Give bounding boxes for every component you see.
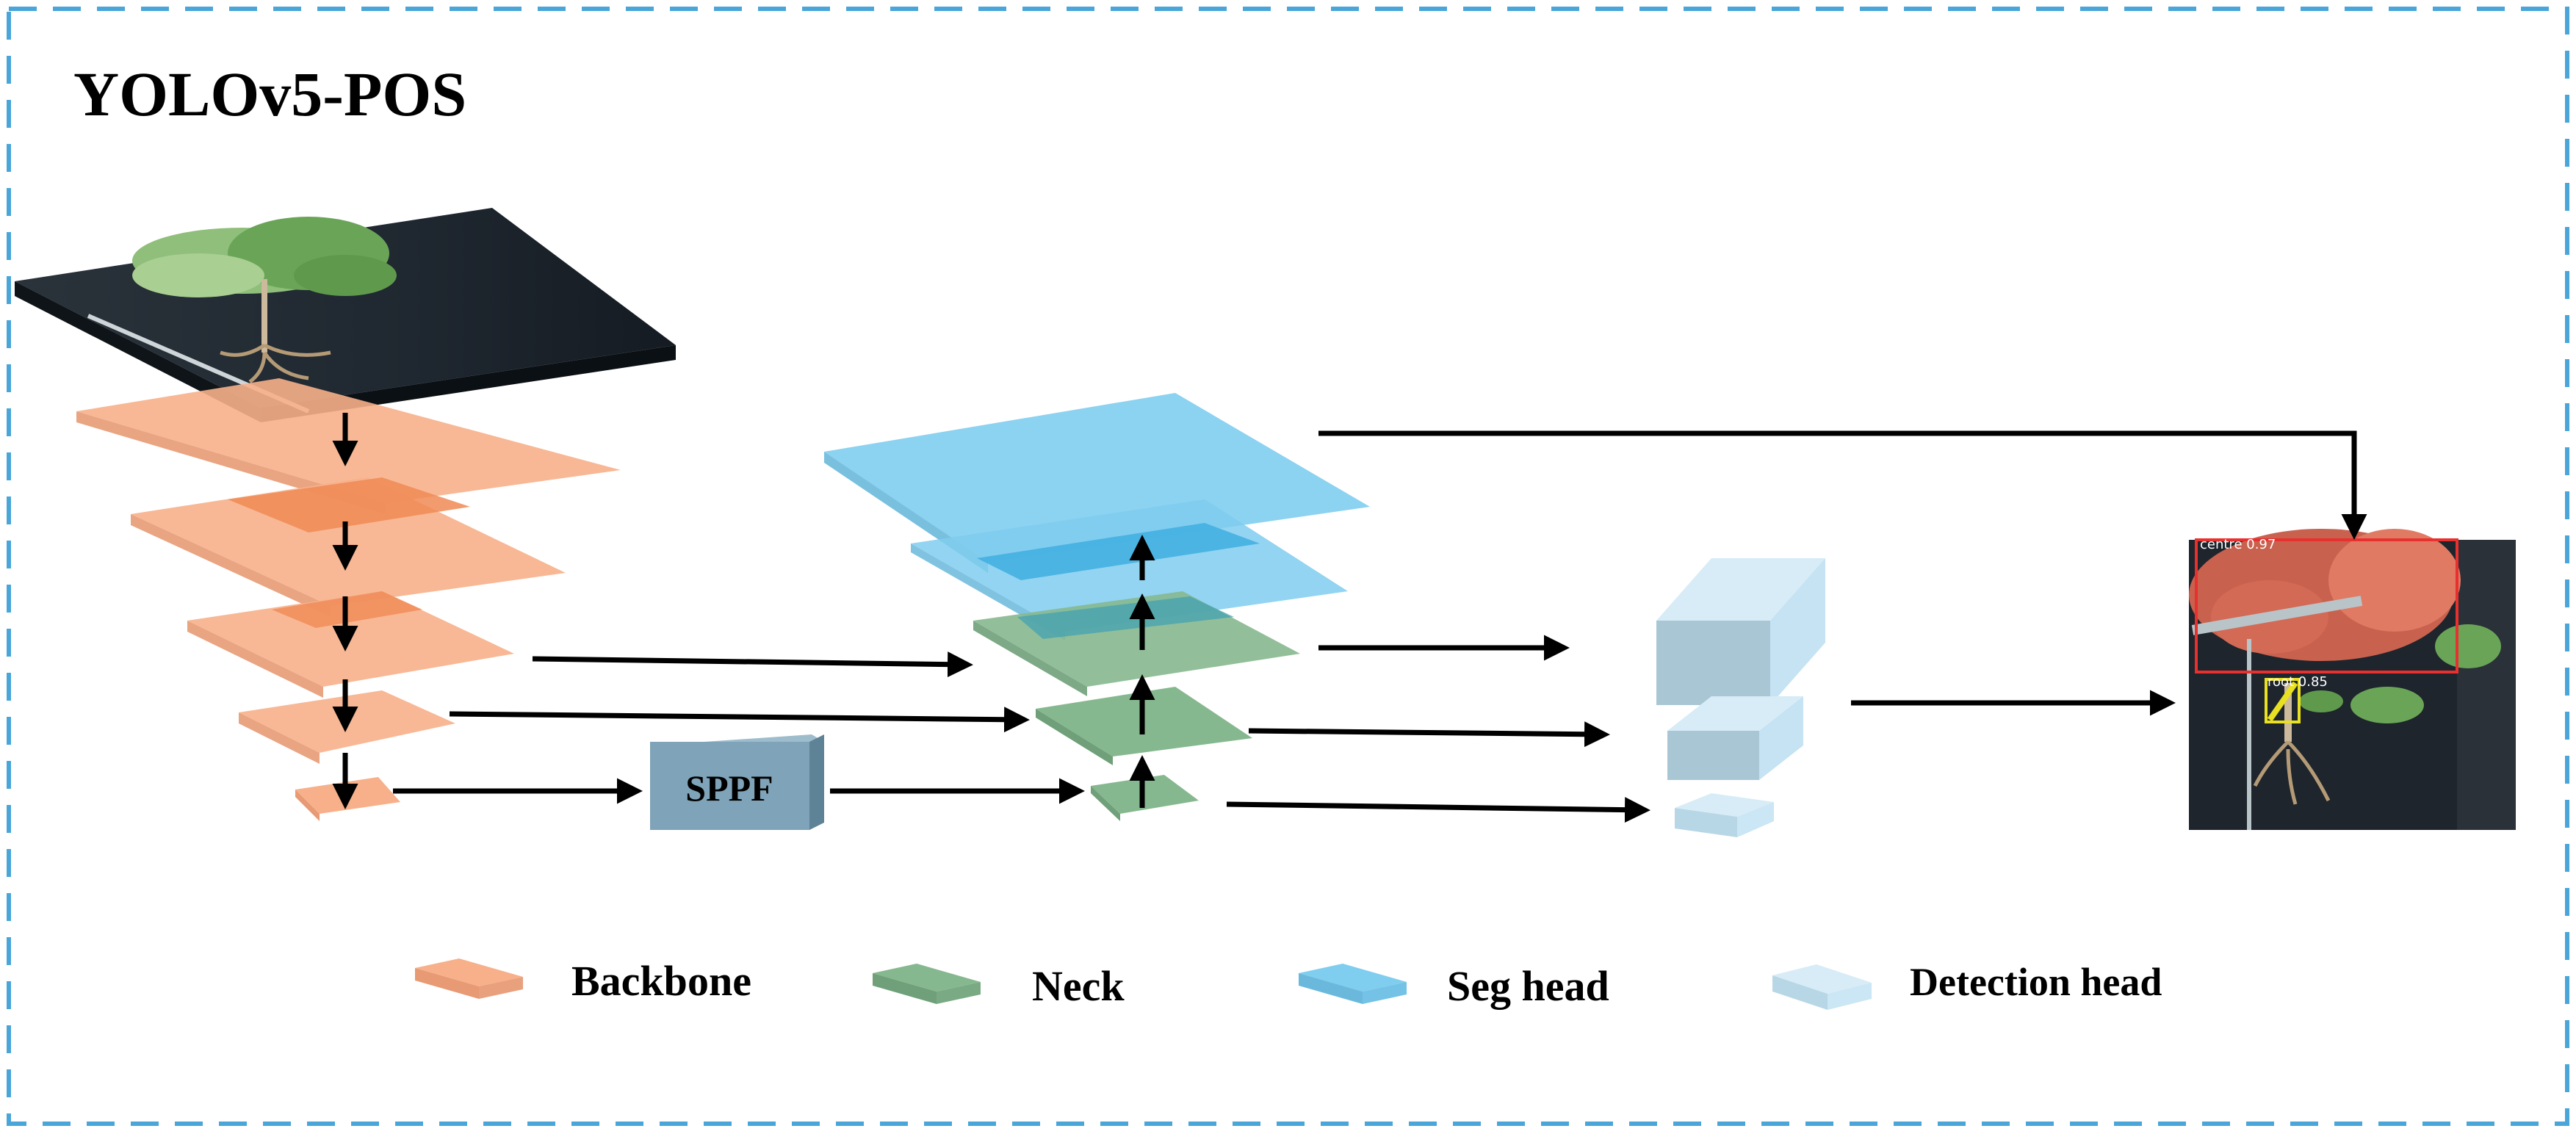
centre-bbox-label: centre 0.97 xyxy=(2200,537,2276,552)
sppf-label: SPPF xyxy=(685,768,773,809)
legend-item-detection-head: Detection head xyxy=(1772,960,2162,1010)
input-image xyxy=(15,208,676,422)
neck-seg-overlap xyxy=(1017,596,1234,639)
legend: Backbone Neck Seg head Detection head xyxy=(415,957,2162,1010)
connection-arrows xyxy=(393,430,2367,823)
legend-label-detection-head: Detection head xyxy=(1910,960,2162,1004)
legend-item-neck: Neck xyxy=(873,962,1125,1010)
root-bbox-label: root 0.85 xyxy=(2267,674,2328,690)
backbone-overlap-1 xyxy=(228,477,470,532)
backbone-layer-2 xyxy=(131,477,566,617)
neck-stack xyxy=(973,591,1300,821)
output-image: centre 0.97 root 0.85 xyxy=(2189,529,2516,830)
legend-label-seg-head: Seg head xyxy=(1447,962,1609,1010)
seg-head-overlap xyxy=(977,523,1260,580)
sppf-block: SPPF xyxy=(650,734,824,830)
legend-item-seg-head: Seg head xyxy=(1299,962,1609,1010)
centre-bbox xyxy=(2195,538,2458,673)
legend-item-backbone: Backbone xyxy=(415,957,751,1005)
detection-head-stack xyxy=(1656,558,1825,837)
diagram-title: YOLOv5-POS xyxy=(73,59,466,129)
detection-box-large xyxy=(1656,558,1825,705)
detection-box-medium xyxy=(1667,696,1803,780)
backbone-stack xyxy=(76,378,621,821)
seg-head-stack xyxy=(824,393,1370,640)
root-bbox xyxy=(2265,678,2301,723)
legend-label-neck: Neck xyxy=(1032,962,1125,1010)
detection-box-small xyxy=(1675,793,1774,837)
legend-label-backbone: Backbone xyxy=(571,957,751,1005)
dashed-frame xyxy=(7,7,2569,1126)
